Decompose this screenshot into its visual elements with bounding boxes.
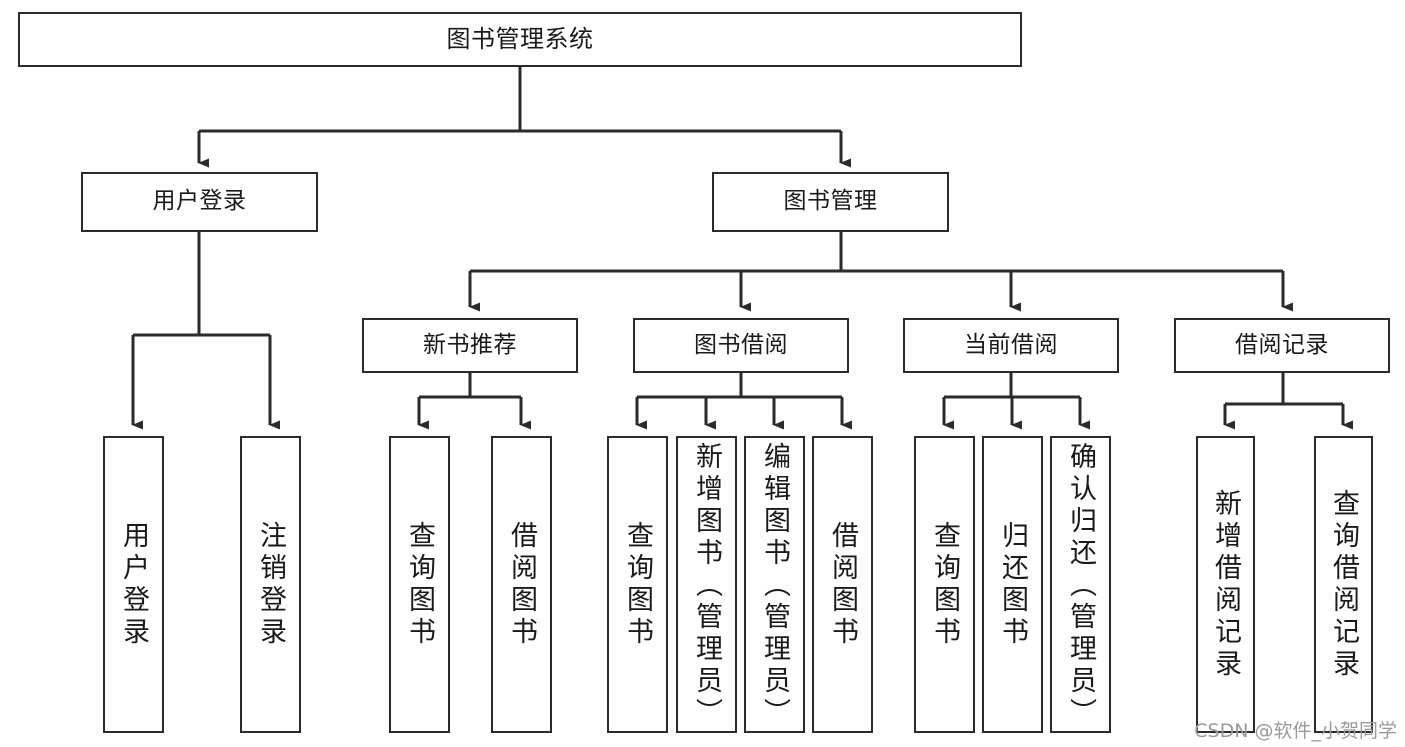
leaf-borrow-book[interactable]: 借阅图书: [812, 436, 873, 733]
node-label: 用户登录: [152, 188, 247, 215]
node-new-book-recommend[interactable]: 新书推荐: [362, 318, 578, 373]
node-label: 图书管理: [783, 188, 878, 215]
leaf-borrow-book-recommend[interactable]: 借阅图书: [491, 436, 552, 733]
node-label: 借阅图书: [827, 520, 858, 649]
leaf-add-book-admin[interactable]: 新增图书（管理员）: [676, 436, 737, 733]
node-label: 新增图书（管理员）: [691, 442, 722, 730]
node-label: 查询借阅记录: [1328, 488, 1359, 681]
node-label: 图书管理系统: [446, 25, 594, 54]
node-label: 查询图书: [929, 520, 960, 649]
node-label: 新书推荐: [423, 331, 517, 358]
leaf-add-borrow-record[interactable]: 新增借阅记录: [1196, 436, 1255, 733]
node-book-management[interactable]: 图书管理: [712, 172, 949, 232]
node-label: 归还图书: [997, 520, 1028, 649]
node-label: 新增借阅记录: [1210, 488, 1241, 681]
node-user-login[interactable]: 用户登录: [81, 172, 318, 232]
leaf-edit-book-admin[interactable]: 编辑图书（管理员）: [744, 436, 805, 733]
node-label: 查询图书: [404, 520, 435, 649]
node-label: 查询图书: [622, 520, 653, 649]
leaf-confirm-return-admin[interactable]: 确认归还（管理员）: [1050, 436, 1111, 733]
node-label: 注销登录: [255, 520, 286, 649]
node-label: 图书借阅: [694, 331, 788, 358]
node-borrow-record[interactable]: 借阅记录: [1174, 318, 1390, 373]
node-book-borrow[interactable]: 图书借阅: [633, 318, 849, 373]
leaf-logout[interactable]: 注销登录: [240, 436, 301, 733]
leaf-query-book-recommend[interactable]: 查询图书: [389, 436, 450, 733]
leaf-user-login[interactable]: 用户登录: [103, 436, 164, 733]
node-current-borrow[interactable]: 当前借阅: [903, 318, 1119, 373]
node-label: 用户登录: [118, 520, 149, 649]
leaf-return-book[interactable]: 归还图书: [982, 436, 1043, 733]
node-label: 借阅记录: [1235, 331, 1329, 358]
node-label: 借阅图书: [506, 520, 537, 649]
node-label: 编辑图书（管理员）: [759, 442, 790, 730]
node-label: 确认归还（管理员）: [1065, 442, 1096, 730]
leaf-query-book-current[interactable]: 查询图书: [914, 436, 975, 733]
node-label: 当前借阅: [964, 331, 1058, 358]
leaf-query-borrow-record[interactable]: 查询借阅记录: [1314, 436, 1373, 733]
leaf-query-book-borrow[interactable]: 查询图书: [607, 436, 668, 733]
node-root-book-management-system[interactable]: 图书管理系统: [18, 12, 1022, 67]
